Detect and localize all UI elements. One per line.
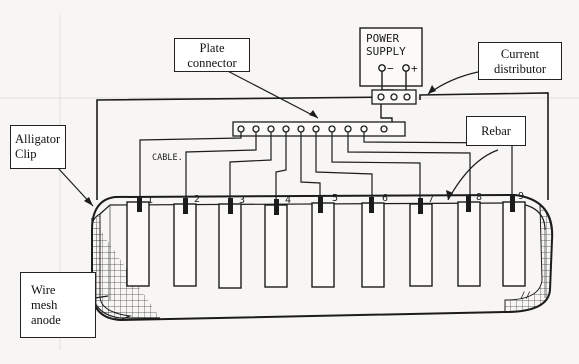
anode-loop-wire <box>97 93 548 200</box>
cable-label: CABLE. <box>152 153 183 163</box>
rebar-label: Rebar <box>466 116 526 146</box>
plate-connector-label: Plate connector <box>174 38 250 72</box>
plate-connector-label-line2: connector <box>175 56 249 71</box>
specimen-8 <box>458 196 480 286</box>
rebar-number-7: 7 <box>428 194 434 205</box>
specimen-9 <box>503 196 525 286</box>
power-supply-label-line1: POWER <box>366 32 399 45</box>
wire-mesh-anode-label-line1: Wire <box>31 283 95 298</box>
alligator-clip-label: Alligator Clip <box>10 125 66 169</box>
rebar-number-4: 4 <box>285 195 291 206</box>
rebar-cables <box>140 132 512 203</box>
specimen-4 <box>265 199 287 287</box>
plus-sign: + <box>411 62 418 75</box>
rebar-number-3: 3 <box>239 195 245 206</box>
minus-sign: − <box>387 62 394 75</box>
plate-connector-label-line1: Plate <box>175 41 249 56</box>
power-supply-label-line2: SUPPLY <box>366 45 406 58</box>
rebar-number-2: 2 <box>194 194 200 205</box>
wire-mesh-anode-label-line2: mesh <box>31 298 95 313</box>
specimen-3 <box>219 198 241 288</box>
rebar-number-1: 1 <box>147 195 153 206</box>
current-distributor-label: Current distributor <box>478 42 562 80</box>
alligator-clip-label-line1: Alligator <box>15 132 65 147</box>
current-distributor-label-line1: Current <box>479 47 561 62</box>
plate-connector-strip <box>233 122 405 136</box>
wire-mesh-anode-label-line3: anode <box>31 313 95 328</box>
alligator-clip-label-line2: Clip <box>15 147 65 162</box>
hand-mark: // <box>520 291 531 301</box>
rebar-specimens <box>127 196 525 288</box>
specimen-7 <box>410 198 432 286</box>
specimen-6 <box>362 197 384 287</box>
rebar-number-9: 9 <box>518 191 524 202</box>
power-supply: POWER SUPPLY − + <box>360 28 422 93</box>
specimen-2 <box>174 198 196 286</box>
rebar-number-5: 5 <box>332 193 338 204</box>
rebar-number-6: 6 <box>382 193 388 204</box>
rebar-label-text: Rebar <box>467 124 525 139</box>
rebar-number-8: 8 <box>476 192 482 203</box>
specimen-1 <box>127 196 149 286</box>
specimen-5 <box>312 197 334 287</box>
current-distributor-label-line2: distributor <box>479 62 561 77</box>
wire-mesh-anode-label: Wire mesh anode <box>20 272 96 338</box>
